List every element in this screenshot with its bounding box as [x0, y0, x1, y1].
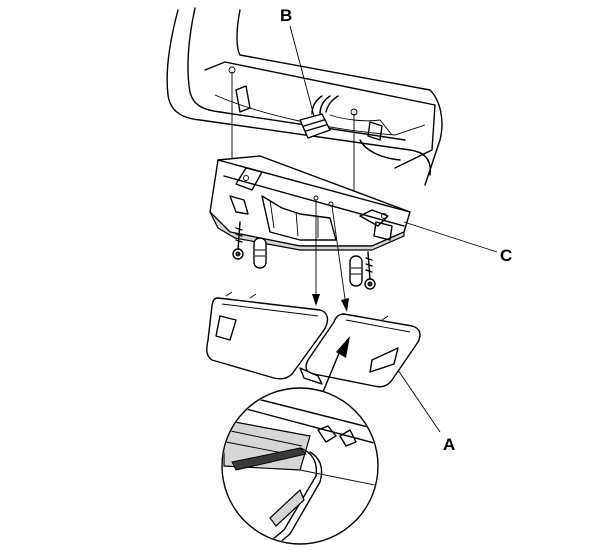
- screw-left-icon: [232, 221, 244, 260]
- lens-cover-icon: [299, 313, 421, 388]
- bulb-right-icon: [349, 255, 363, 287]
- bulb-left-icon: [253, 237, 267, 269]
- connector-icon: [299, 95, 339, 139]
- leader-line-b: [289, 25, 315, 117]
- leader-line-a: [397, 369, 441, 433]
- lens-left-icon: [206, 291, 329, 380]
- callout-a: A: [443, 435, 456, 454]
- callout-c: C: [500, 246, 513, 265]
- detail-circle: [221, 387, 379, 545]
- alignment-lines: [231, 72, 355, 200]
- callout-b: B: [280, 6, 293, 25]
- roof-headliner: [166, 7, 443, 186]
- leader-line-c: [403, 221, 498, 253]
- guide-lines: [312, 195, 349, 312]
- screw-right-icon: [364, 251, 376, 290]
